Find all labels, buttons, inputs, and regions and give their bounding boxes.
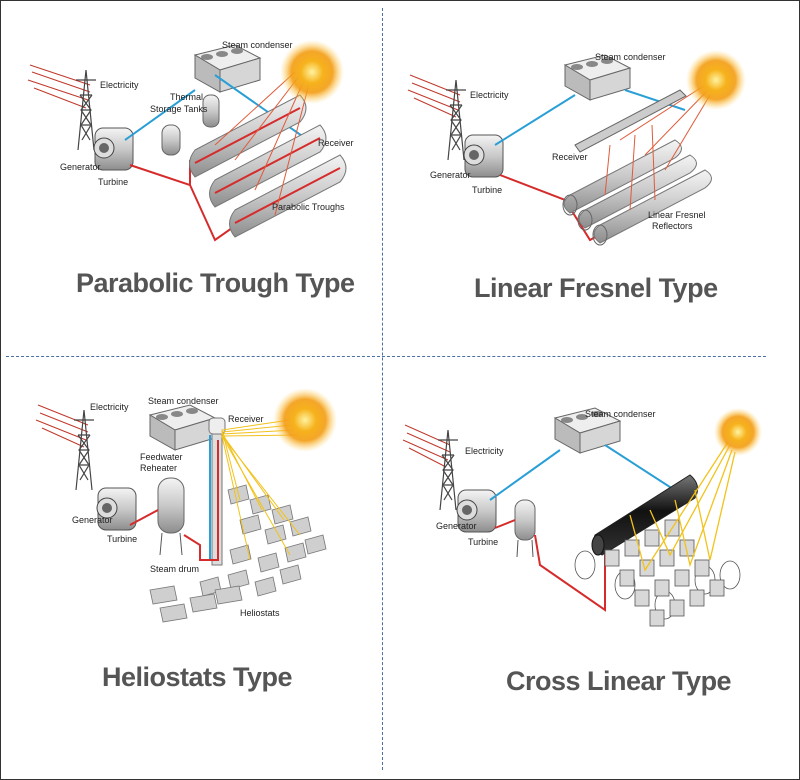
fresnel-reflectors <box>562 139 712 246</box>
generator-icon <box>456 489 497 533</box>
label-collectors: Parabolic Troughs <box>272 202 345 212</box>
sun-icon <box>686 50 746 110</box>
label-steam-drum: Steam drum <box>150 564 199 574</box>
heliostat-mirrors <box>149 484 327 623</box>
panel-title: Parabolic Trough Type <box>76 268 355 298</box>
generator-icon <box>463 134 504 178</box>
label-receiver: Receiver <box>228 414 264 424</box>
label-electricity: Electricity <box>465 446 504 456</box>
crosslinear-diagram: Electricity Steam condenser Generator Tu… <box>402 407 762 627</box>
heliostats-diagram: Electricity Steam condenser Receiver Fee… <box>35 388 337 623</box>
label-collectors-1: Linear Fresnel <box>648 210 706 220</box>
storage-tank-icon <box>161 94 220 156</box>
label-turbine: Turbine <box>468 537 498 547</box>
sun-icon <box>280 40 344 104</box>
vertical-divider <box>382 8 383 770</box>
power-lines <box>27 64 91 109</box>
label-feedwater-2: Reheater <box>140 463 177 473</box>
panel-cross-linear: Electricity Steam condenser Generator Tu… <box>390 360 780 710</box>
label-thermal-2: Storage Tanks <box>150 104 208 114</box>
pylon-icon <box>446 79 466 161</box>
trough-collector <box>189 94 347 238</box>
receiver-tube <box>574 89 687 153</box>
label-generator: Generator <box>430 170 471 180</box>
panel-parabolic-trough: Electricity Steam condenser Thermal Stor… <box>0 0 390 350</box>
generator-icon <box>93 127 134 171</box>
panel-linear-fresnel: Electricity Steam condenser Receiver Gen… <box>390 0 780 350</box>
steam-condenser-icon <box>148 404 217 451</box>
generator-icon <box>96 487 137 531</box>
label-collectors: Heliostats <box>240 608 280 618</box>
power-lines <box>402 424 451 468</box>
label-generator: Generator <box>436 521 477 531</box>
label-turbine: Turbine <box>107 534 137 544</box>
label-electricity: Electricity <box>90 402 129 412</box>
label-thermal-1: Thermal <box>170 92 203 102</box>
panel-title: Linear Fresnel Type <box>474 273 718 303</box>
steam-condenser-icon <box>563 54 632 101</box>
steam-condenser-icon <box>193 44 262 93</box>
power-lines <box>407 74 461 118</box>
parabolic-diagram: Electricity Steam condenser Thermal Stor… <box>27 40 354 242</box>
label-turbine: Turbine <box>472 185 502 195</box>
label-steam-condenser: Steam condenser <box>222 40 293 50</box>
label-generator: Generator <box>72 515 113 525</box>
label-steam-condenser: Steam condenser <box>595 52 666 62</box>
label-receiver: Receiver <box>318 138 354 148</box>
steam-condenser-icon <box>553 407 622 454</box>
collector-grid <box>574 519 741 627</box>
horizontal-divider <box>6 356 766 357</box>
label-feedwater-1: Feedwater <box>140 452 183 462</box>
pylon-icon <box>438 429 458 511</box>
label-steam-condenser: Steam condenser <box>585 409 656 419</box>
power-lines <box>35 404 89 448</box>
steam-drum-icon <box>157 477 185 556</box>
label-electricity: Electricity <box>100 80 139 90</box>
panel-heliostats: Electricity Steam condenser Receiver Fee… <box>0 360 390 710</box>
label-steam-condenser: Steam condenser <box>148 396 219 406</box>
pylon-icon <box>74 409 94 491</box>
sun-rays <box>220 419 301 561</box>
label-electricity: Electricity <box>470 90 509 100</box>
sun-icon <box>273 388 337 452</box>
label-receiver: Receiver <box>552 152 588 162</box>
receiver-tube <box>591 474 699 556</box>
panel-title: Heliostats Type <box>102 662 293 692</box>
sun-rays <box>629 441 736 572</box>
pylon-icon <box>76 69 96 151</box>
label-turbine: Turbine <box>98 177 128 187</box>
fresnel-diagram: Electricity Steam condenser Receiver Gen… <box>407 50 746 246</box>
pipes <box>129 435 219 561</box>
sun-icon <box>714 408 762 456</box>
label-generator: Generator <box>60 162 101 172</box>
panel-title: Cross Linear Type <box>506 666 732 696</box>
label-collectors-2: Reflectors <box>652 221 693 231</box>
tank-icon <box>514 499 536 558</box>
